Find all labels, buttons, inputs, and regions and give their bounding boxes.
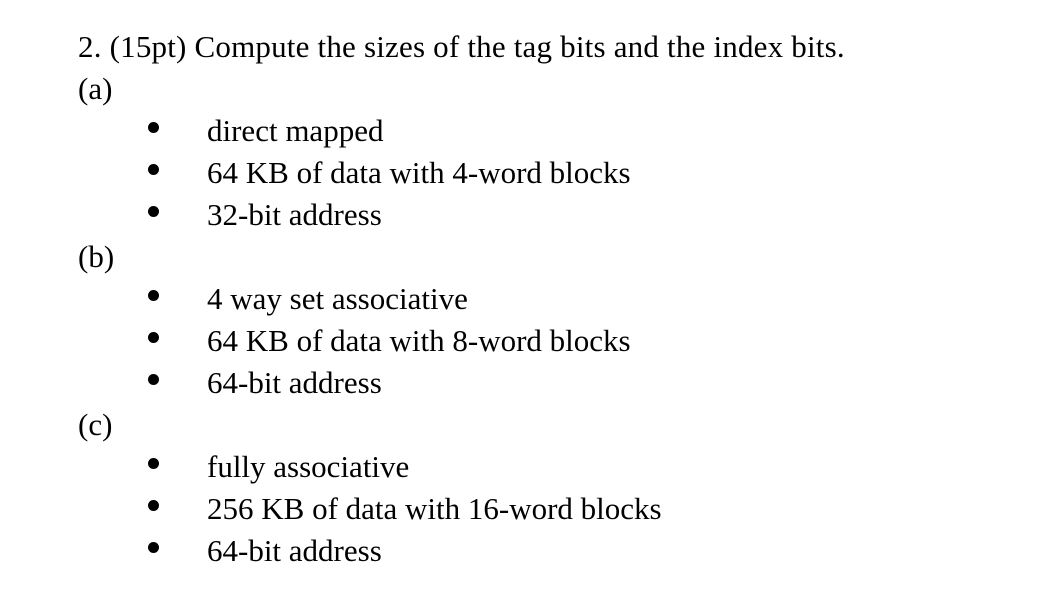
bullet-dot-icon xyxy=(148,458,159,469)
bullet-dot-icon xyxy=(148,332,159,343)
bullet-text: 64-bit address xyxy=(207,365,382,400)
bullet-item: direct mapped xyxy=(148,110,1029,152)
bullet-dot-icon xyxy=(148,290,159,301)
bullet-text: 64-bit address xyxy=(207,533,382,568)
bullet-list-b: 4 way set associative 64 KB of data with… xyxy=(78,278,1029,404)
bullet-list-a: direct mapped 64 KB of data with 4-word … xyxy=(78,110,1029,236)
bullet-text: 4 way set associative xyxy=(207,281,468,316)
bullet-text: fully associative xyxy=(207,449,410,484)
bullet-dot-icon xyxy=(148,164,159,175)
bullet-item: 64-bit address xyxy=(148,530,1029,572)
bullet-item: 4 way set associative xyxy=(148,278,1029,320)
problem-title: 2. (15pt) Compute the sizes of the tag b… xyxy=(78,29,845,64)
bullet-item: 64 KB of data with 4-word blocks xyxy=(148,152,1029,194)
bullet-item: fully associative xyxy=(148,446,1029,488)
bullet-text: 32-bit address xyxy=(207,197,382,232)
bullet-item: 64 KB of data with 8-word blocks xyxy=(148,320,1029,362)
section-label-a: (a) xyxy=(78,71,113,106)
bullet-dot-icon xyxy=(148,542,159,553)
bullet-item: 32-bit address xyxy=(148,194,1029,236)
bullet-item: 256 KB of data with 16-word blocks xyxy=(148,488,1029,530)
bullet-item: 64-bit address xyxy=(148,362,1029,404)
bullet-text: 64 KB of data with 8-word blocks xyxy=(207,323,631,358)
bullet-text: direct mapped xyxy=(207,113,384,148)
bullet-text: 256 KB of data with 16-word blocks xyxy=(207,491,662,526)
bullet-text: 64 KB of data with 4-word blocks xyxy=(207,155,631,190)
section-label-b: (b) xyxy=(78,239,115,274)
section-label-c: (c) xyxy=(78,407,113,442)
bullet-dot-icon xyxy=(148,122,159,133)
bullet-list-c: fully associative 256 KB of data with 16… xyxy=(78,446,1029,572)
bullet-dot-icon xyxy=(148,500,159,511)
bullet-dot-icon xyxy=(148,374,159,385)
bullet-dot-icon xyxy=(148,206,159,217)
